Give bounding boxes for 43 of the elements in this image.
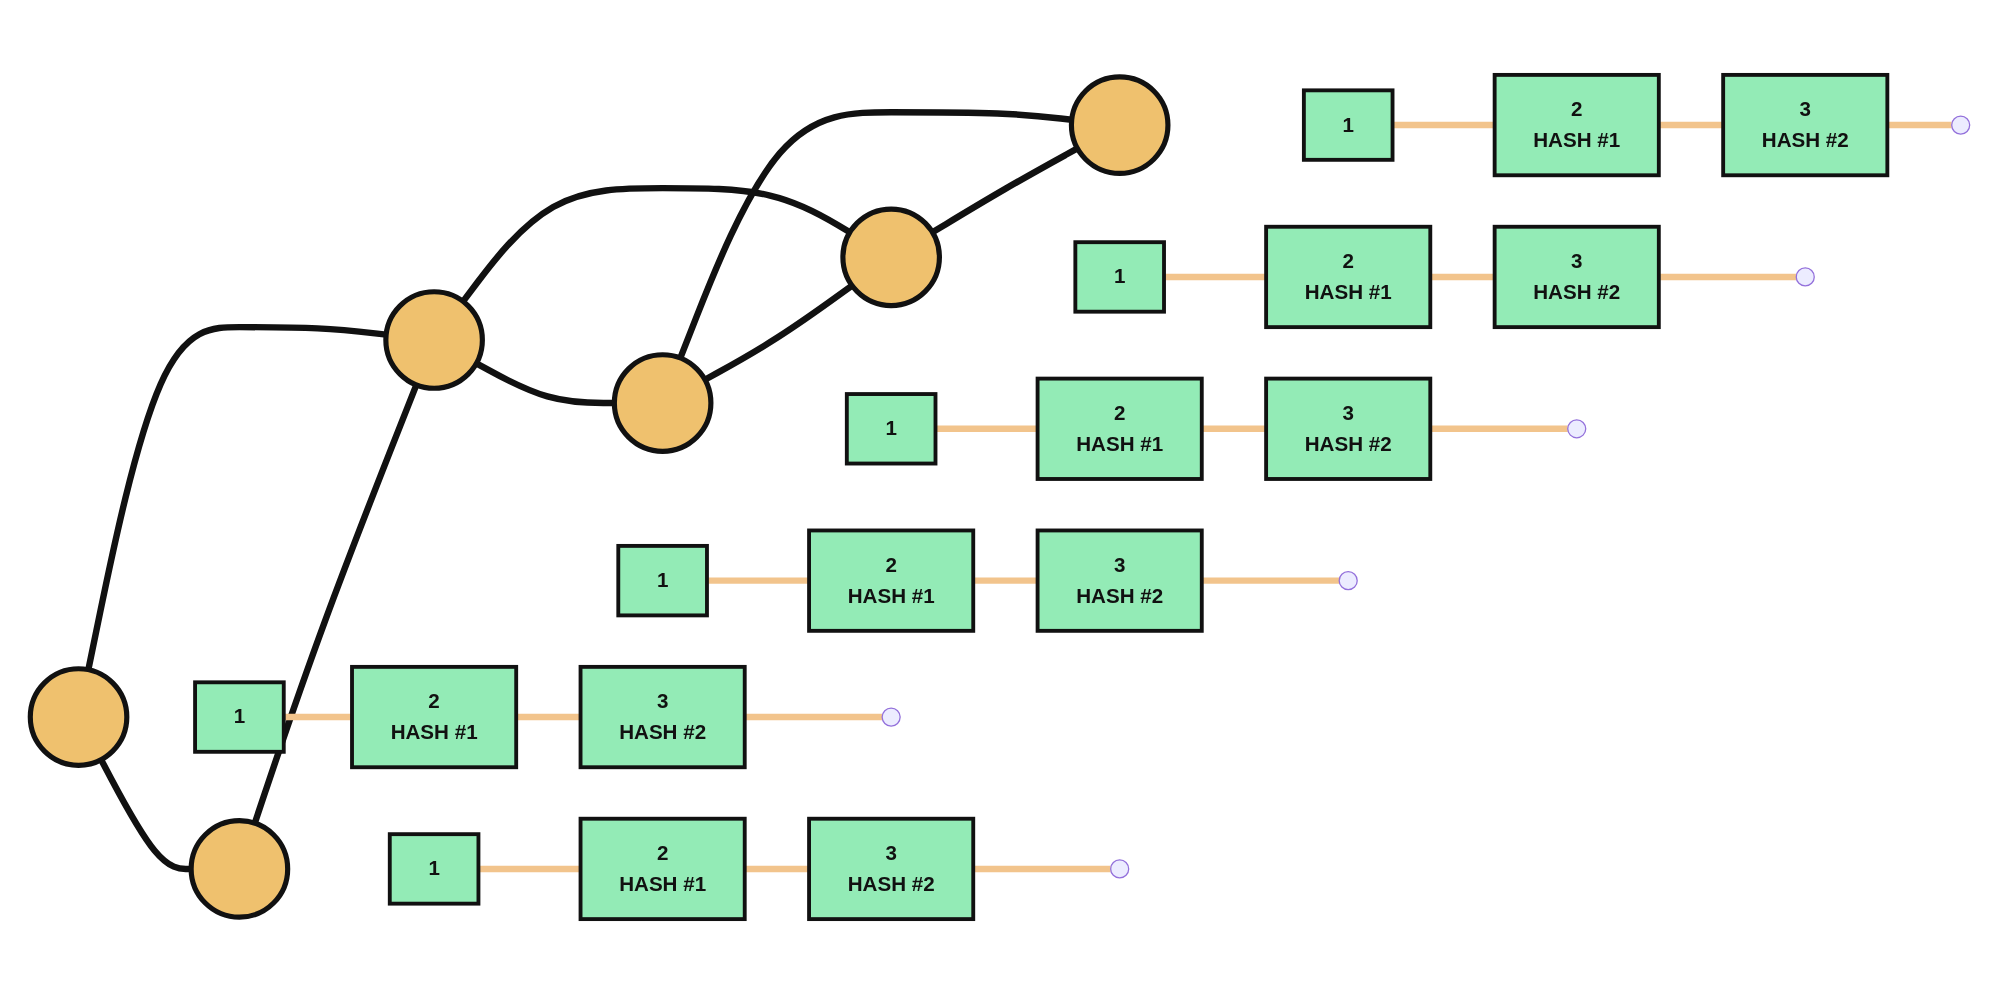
node-box: 2 HASH #1 xyxy=(1035,376,1204,481)
connector xyxy=(1164,273,1267,280)
connector xyxy=(973,576,1038,584)
connector xyxy=(1430,273,1495,280)
connector xyxy=(1658,273,1797,280)
node-box: 2 HASH #1 xyxy=(807,528,976,633)
node-person xyxy=(611,351,714,454)
node-person xyxy=(1068,73,1171,176)
connector xyxy=(1887,121,1952,128)
connector xyxy=(478,865,581,872)
node-box: 1 xyxy=(193,679,286,754)
node-box: 2 HASH #1 xyxy=(1264,224,1433,329)
node-person xyxy=(840,206,942,308)
node-box: 2 HASH #1 xyxy=(1492,72,1661,177)
node-person xyxy=(188,817,291,920)
node-box: 3 HASH #2 xyxy=(578,664,747,769)
node-box: 3 HASH #2 xyxy=(1721,72,1890,177)
node-box: 1 xyxy=(1301,87,1395,162)
connector xyxy=(973,865,1111,872)
node-box: 1 xyxy=(1073,239,1166,314)
node-box: 3 HASH #2 xyxy=(1264,376,1433,481)
node-box: 1 xyxy=(616,543,709,617)
connector xyxy=(706,576,810,584)
node-box: 3 HASH #2 xyxy=(807,816,976,921)
node-box: 3 HASH #2 xyxy=(1492,224,1661,329)
node-person xyxy=(383,288,485,391)
node-box: 1 xyxy=(387,831,481,906)
node-person xyxy=(27,665,130,768)
connector xyxy=(1201,576,1340,584)
connector xyxy=(1658,121,1724,128)
node-box: 3 HASH #2 xyxy=(1035,528,1204,633)
connector xyxy=(935,425,1038,432)
node-box: 2 HASH #1 xyxy=(350,664,519,769)
node-box: 1 xyxy=(844,391,938,465)
connector xyxy=(283,713,352,720)
connector xyxy=(251,383,420,824)
connector xyxy=(744,713,883,720)
node-box: 2 HASH #1 xyxy=(578,816,747,921)
connector xyxy=(1430,425,1568,432)
connector xyxy=(516,713,581,720)
connector xyxy=(1392,121,1495,128)
connector xyxy=(744,865,810,872)
connector xyxy=(1201,425,1267,432)
